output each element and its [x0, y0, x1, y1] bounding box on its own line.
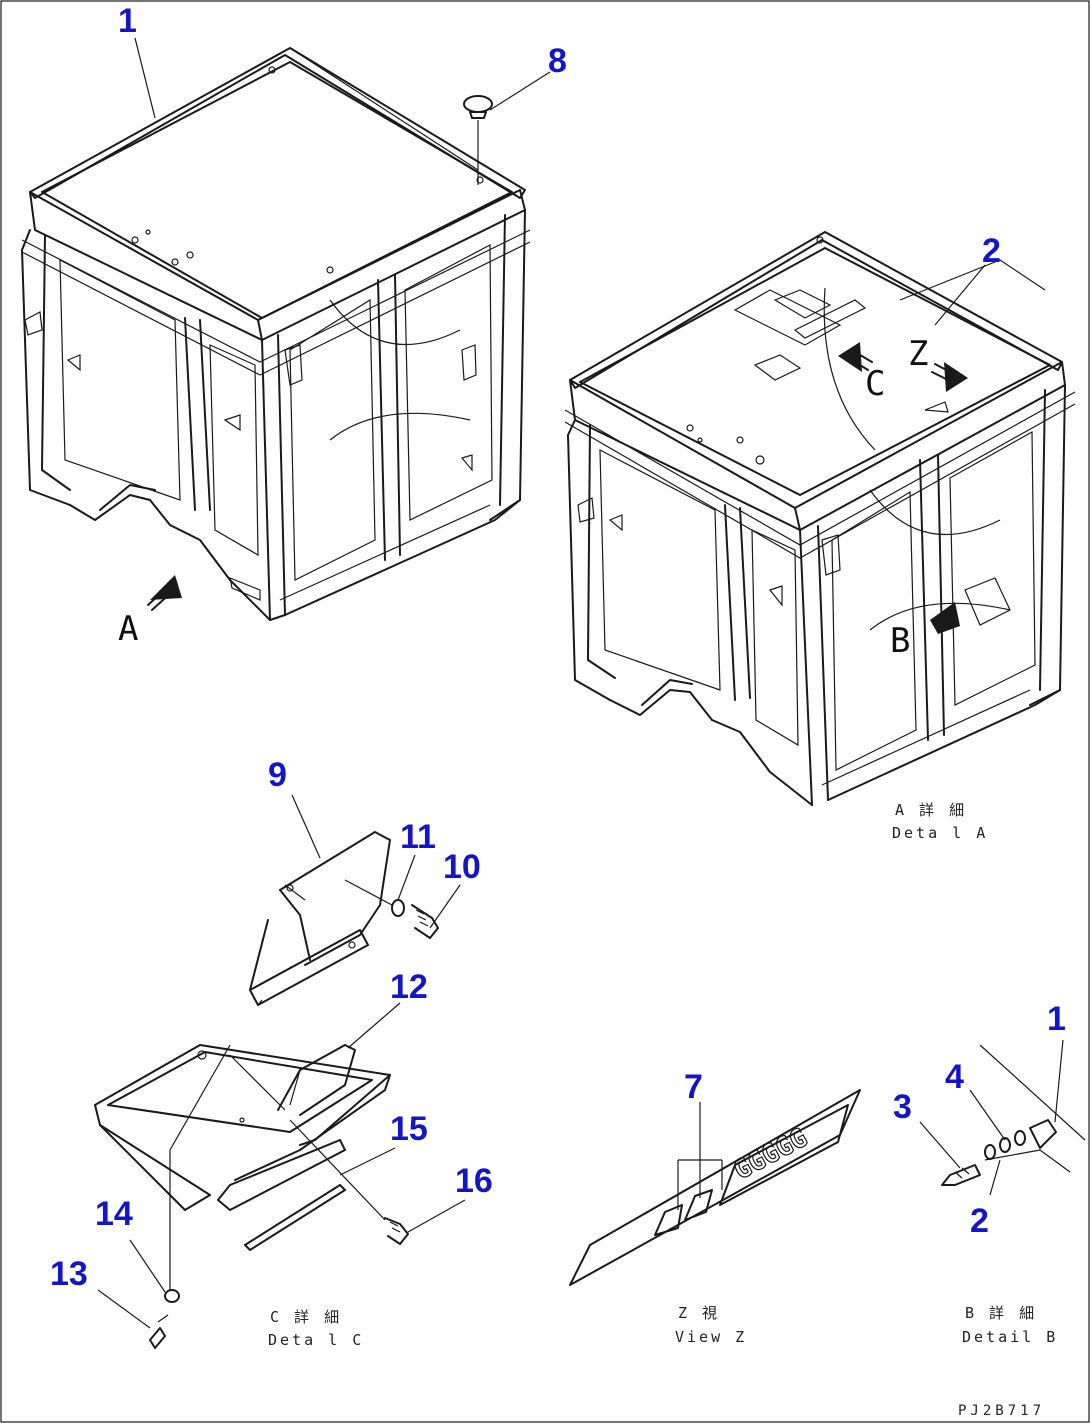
view-letter-a: A [118, 609, 138, 649]
leader-4 [969, 1089, 1006, 1141]
cab-assembly-left [21, 47, 531, 621]
view-arrow-c [838, 342, 873, 372]
view-letter-b: B [890, 621, 910, 661]
view-z-decal: GGGGG [569, 1089, 861, 1286]
callout-3: 3 [893, 1088, 912, 1126]
callout-8: 8 [548, 42, 567, 80]
leader-12 [347, 1002, 401, 1049]
callout-15: 15 [390, 1110, 428, 1148]
callout-13: 13 [50, 1255, 88, 1293]
view-letter-c: C [865, 364, 885, 404]
leader-15 [339, 1147, 396, 1176]
callout-1-detail: 1 [1047, 1000, 1066, 1038]
leader-8 [489, 71, 551, 111]
caption-detail-c-jp: C 詳 細 [270, 1308, 342, 1326]
callout-2-top: 2 [982, 232, 1001, 270]
svg-text:GGGGG: GGGGG [729, 1123, 812, 1186]
callout-14: 14 [95, 1195, 133, 1233]
view-arrow-z [931, 362, 968, 392]
part-8-cap [463, 95, 493, 185]
callout-4: 4 [945, 1058, 964, 1096]
callout-9: 9 [268, 756, 287, 794]
view-arrow-a [147, 575, 182, 611]
caption-view-z-jp: Z 視 [678, 1304, 720, 1322]
caption-detail-a-en: Deta l A [892, 824, 988, 842]
leader-16 [407, 1199, 466, 1233]
callout-1-top: 1 [118, 2, 137, 40]
cab-assembly-detail-a [564, 231, 1076, 806]
callout-16: 16 [455, 1162, 493, 1200]
leader-2-top [934, 264, 986, 326]
leader-3 [919, 1121, 961, 1169]
detail-b-fasteners [941, 1044, 1086, 1186]
leader-10 [429, 884, 461, 929]
callout-2-detail: 2 [970, 1202, 989, 1240]
callout-7: 7 [684, 1068, 703, 1106]
leader-9 [291, 794, 321, 859]
caption-detail-b-jp: B 詳 細 [965, 1304, 1037, 1322]
leader-1-top [134, 37, 156, 119]
caption-detail-c-en: Deta l C [268, 1331, 364, 1349]
detail-c-parts [94, 831, 439, 1349]
callout-11: 11 [400, 818, 436, 856]
drawing-code: PJ2B717 [958, 1403, 1045, 1419]
leader-13 [97, 1289, 151, 1329]
leader-2-detail [989, 1159, 1001, 1196]
view-arrow-b [930, 602, 960, 634]
caption-detail-b-en: Detail B [962, 1328, 1058, 1346]
leader-11 [397, 854, 416, 901]
callout-10: 10 [443, 848, 481, 886]
caption-detail-a-jp: A 詳 細 [895, 801, 967, 819]
callout-12: 12 [390, 968, 428, 1006]
leader-14 [129, 1239, 166, 1293]
view-letter-z: Z [908, 334, 928, 374]
leader-8-b [289, 47, 479, 171]
leader-1-detail [1054, 1039, 1064, 1123]
caption-view-z-en: View Z [675, 1328, 747, 1346]
